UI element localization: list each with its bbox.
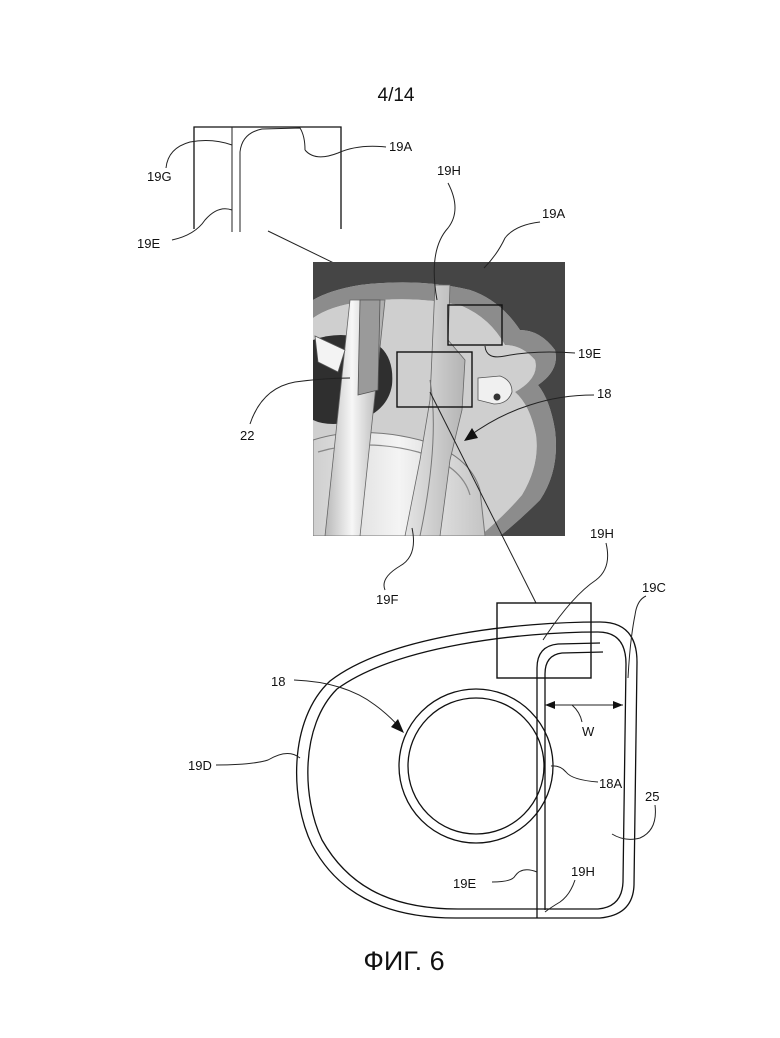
clip-hole — [494, 394, 501, 401]
inner-circle-outer — [399, 689, 553, 843]
dimension-w-arrow-left — [545, 701, 555, 709]
arrowhead-plan-18 — [391, 719, 404, 733]
leader-plan-18A — [551, 766, 598, 782]
label-top-19E: 19E — [137, 236, 160, 251]
label-plan-18: 18 — [271, 674, 285, 689]
label-photo-19E: 19E — [578, 346, 601, 361]
leader-plan-19E — [492, 870, 537, 882]
label-plan-25: 25 — [645, 789, 659, 804]
label-plan-18A: 18A — [599, 776, 622, 791]
leader-w — [572, 705, 582, 722]
label-plan-19H-top: 19H — [590, 526, 614, 541]
label-plan-19E: 19E — [453, 876, 476, 891]
leader-plan-25 — [612, 805, 655, 839]
label-top-19A: 19A — [389, 139, 412, 154]
page-number: 4/14 — [378, 85, 415, 106]
dimension-w-arrow-right — [613, 701, 623, 709]
label-top-19G: 19G — [147, 169, 172, 184]
leader-top-19E — [172, 209, 232, 240]
figure-caption: ФИГ. 6 — [363, 946, 444, 976]
label-photo-22: 22 — [240, 428, 254, 443]
label-plan-19D: 19D — [188, 758, 212, 773]
leader-photo-19A — [484, 222, 540, 268]
leader-plan-19H-top — [543, 543, 608, 640]
label-photo-19H: 19H — [437, 163, 461, 178]
plan-detail-box — [497, 603, 591, 678]
label-photo-19A: 19A — [542, 206, 565, 221]
leader-top-19G — [166, 141, 232, 168]
leader-plan-18 — [294, 680, 400, 728]
label-photo-18: 18 — [597, 386, 611, 401]
label-photo-19F: 19F — [376, 592, 398, 607]
rod-bracket — [358, 300, 380, 395]
leader-photo-19F — [384, 528, 414, 590]
leader-top-19A — [305, 146, 386, 157]
detail-outline — [194, 127, 341, 229]
leader-plan-19H-bottom — [545, 880, 575, 912]
plan-view: 19H 19C 18 W 19D 18A 25 19E 19H — [188, 526, 666, 918]
inner-circle-inner — [408, 698, 544, 834]
leader-plan-19D — [216, 753, 300, 765]
seal-line-right — [240, 128, 305, 232]
perspective-rendering — [313, 262, 565, 536]
label-plan-W: W — [582, 724, 595, 739]
label-plan-19C: 19C — [642, 580, 666, 595]
label-plan-19H-bottom: 19H — [571, 864, 595, 879]
